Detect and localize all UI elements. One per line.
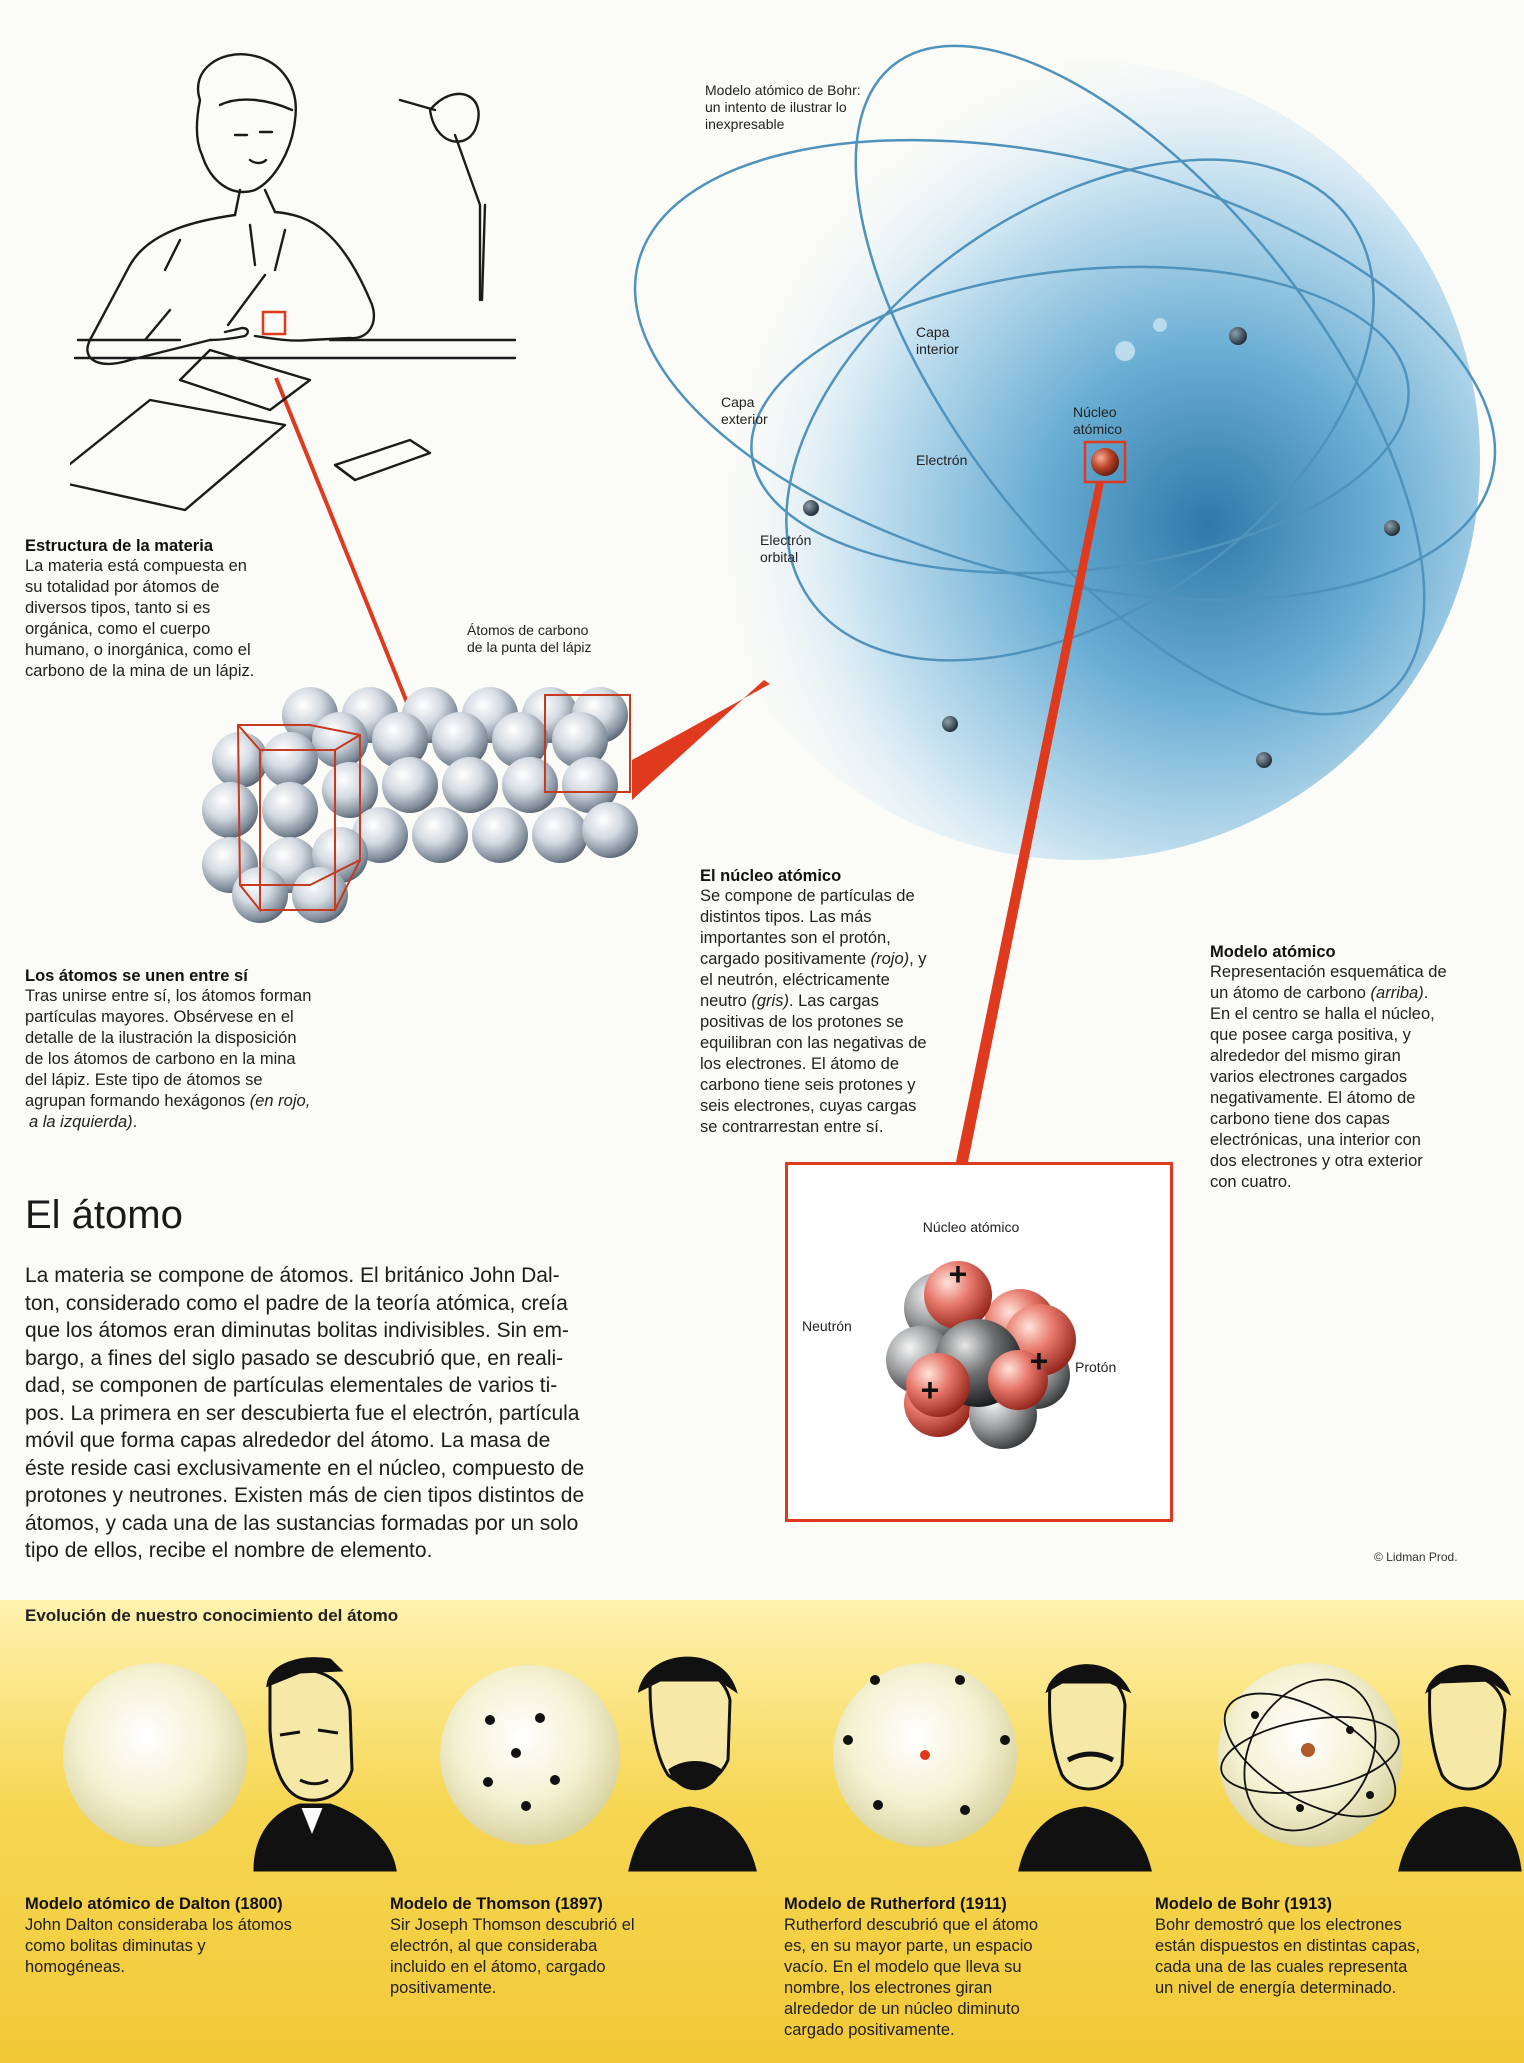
electron-dot: [1384, 520, 1400, 536]
estructura-caption: Estructura de la materia La materia está…: [25, 536, 325, 682]
proton-plus-sign: +: [949, 1256, 968, 1292]
bohr-small-nucleus: [1301, 1743, 1315, 1757]
model-caption-rutherford: Modelo de Rutherford (1911) Rutherford d…: [784, 1894, 1124, 2041]
evolution-title: Evolución de nuestro conocimiento del át…: [25, 1606, 399, 1625]
thomson-electron: [521, 1801, 531, 1811]
carbon-detail-box: [544, 694, 631, 793]
electron-dot: [1256, 752, 1272, 768]
caption-title: Los átomos se unen entre sí: [25, 967, 248, 985]
person-writing-illustration: [70, 53, 517, 512]
proton-plus-sign: +: [921, 1372, 940, 1408]
electron-dot: [1229, 327, 1247, 345]
main-text: La materia se compone de átomos. El brit…: [25, 1264, 585, 1562]
nucleo-caption: El núcleo atómico Se compone de partícul…: [700, 866, 970, 1138]
rutherford-electron: [873, 1800, 883, 1810]
thomson-electron: [483, 1777, 493, 1787]
rutherford-electron: [960, 1805, 970, 1815]
evolution-illustrations: [63, 1656, 1522, 1872]
model-title: Modelo de Thomson (1897): [390, 1895, 603, 1913]
bohr-small-electron: [1366, 1791, 1374, 1799]
label-atomos-carbono: Átomos de carbono de la punta del lápiz: [467, 622, 592, 655]
copyright: © Lidman Prod.: [1374, 1550, 1458, 1564]
label-electron: Electrón: [916, 452, 968, 468]
label-electron-orbital: Electrón orbital: [760, 532, 812, 565]
bohr-small-electron: [1346, 1726, 1354, 1734]
caption-title: Modelo atómico: [1210, 943, 1336, 961]
bohr-small-electron: [1296, 1804, 1304, 1812]
rutherford-electron: [870, 1675, 880, 1685]
rutherford-electron: [843, 1735, 853, 1745]
page-title: El átomo: [25, 1193, 183, 1237]
model-caption-dalton: Modelo atómico de Dalton (1800) John Dal…: [25, 1894, 365, 1978]
electron-dot: [1153, 318, 1167, 332]
bohr-small-electron: [1251, 1711, 1259, 1719]
nucleus-highlight-box: [1083, 440, 1127, 484]
label-capa-interior: Capa interior: [916, 324, 959, 357]
model-caption-bohr: Modelo de Bohr (1913) Bohr demostró que …: [1155, 1894, 1515, 1999]
bohr-portrait: [1398, 1664, 1522, 1872]
electron-dot: [942, 716, 958, 732]
thomson-electron: [485, 1715, 495, 1725]
model-title: Modelo atómico de Dalton (1800): [25, 1895, 283, 1913]
neutron-label: Neutrón: [802, 1318, 852, 1334]
caption-title: El núcleo atómico: [700, 867, 842, 885]
label-nucleo-atomico: Núcleo atómico: [1073, 404, 1123, 437]
pencil-tip-highlight: [261, 310, 287, 336]
caption-title: Estructura de la materia: [25, 537, 213, 555]
bohr-atom-illustration: [633, 44, 1497, 860]
proton-label: Protón: [1075, 1359, 1116, 1375]
carbon-lattice-illustration: [202, 687, 638, 923]
model-title: Modelo de Rutherford (1911): [784, 1895, 1007, 1913]
thomson-portrait: [628, 1656, 757, 1872]
thomson-electron: [550, 1775, 560, 1785]
nucleus-dot: [1091, 448, 1119, 476]
model-title: Modelo de Bohr (1913): [1155, 1895, 1332, 1913]
label-capa-exterior: Capa exterior: [721, 394, 768, 427]
model-caption-thomson: Modelo de Thomson (1897) Sir Joseph Thom…: [390, 1894, 730, 1999]
nucleus-detail-illustration: + + + Núcleo atómico Neutrón Protón: [802, 1219, 1116, 1449]
proton-plus-sign: +: [1030, 1343, 1049, 1379]
nucleus-box-title: Núcleo atómico: [923, 1219, 1020, 1235]
rutherford-electron: [955, 1675, 965, 1685]
dalton-model-sphere: [63, 1663, 247, 1847]
thomson-model-sphere: [440, 1665, 620, 1845]
dalton-portrait: [253, 1657, 397, 1872]
atomos-unen-caption: Los átomos se unen entre sí Tras unirse …: [25, 966, 395, 1133]
thomson-electron: [535, 1713, 545, 1723]
modelo-atomico-caption: Modelo atómico Representación esquemátic…: [1210, 942, 1510, 1193]
thomson-electron: [511, 1748, 521, 1758]
rutherford-electron: [1000, 1735, 1010, 1745]
rutherford-nucleus: [920, 1750, 930, 1760]
rutherford-portrait: [1018, 1664, 1152, 1872]
electron-dot: [803, 500, 819, 516]
bohr-caption: Modelo atómico de Bohr: un intento de il…: [705, 82, 861, 132]
pointer-lines: [274, 377, 1104, 1162]
